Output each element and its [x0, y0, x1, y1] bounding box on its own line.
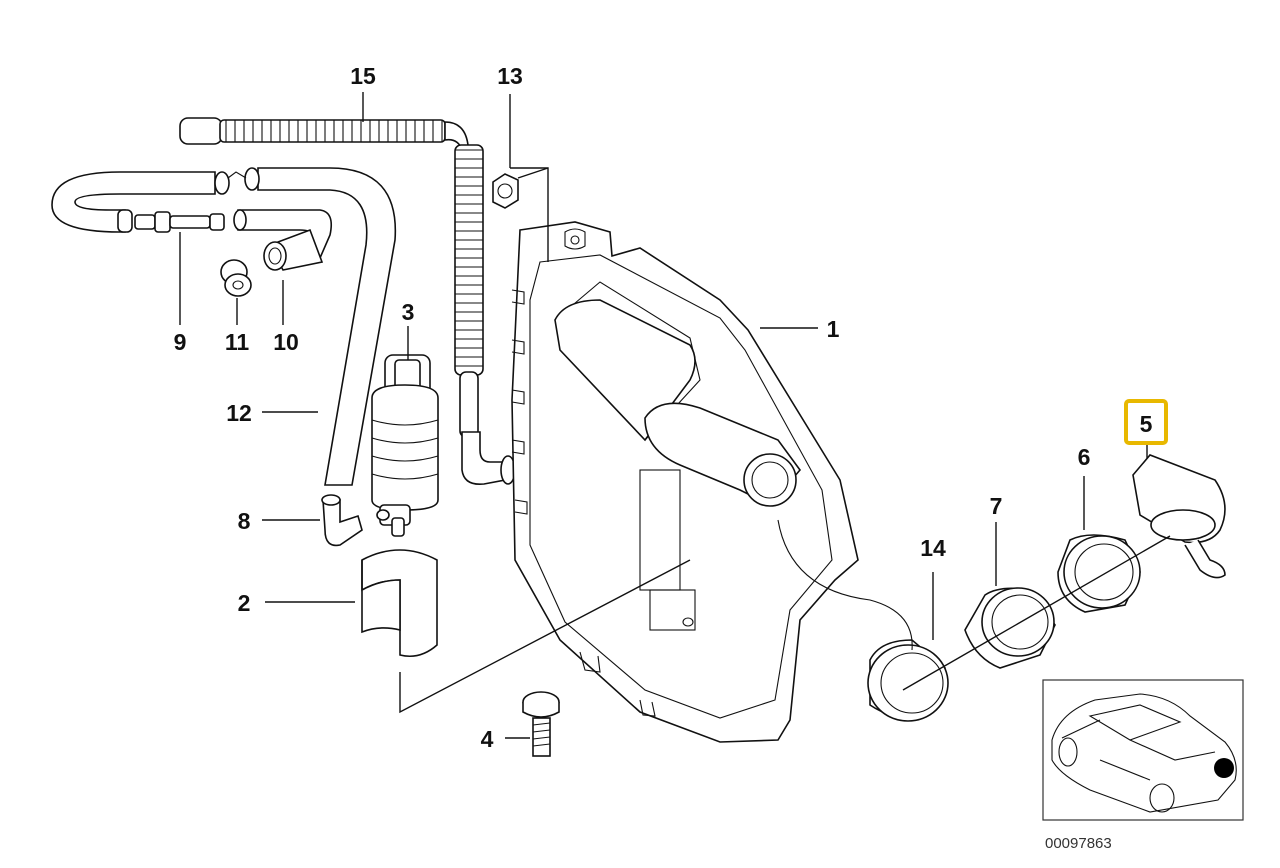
part-1-reservoir	[511, 221, 859, 743]
callout-10: 10	[273, 329, 299, 355]
part-4-bolt	[522, 691, 560, 757]
part-3-washer-pump	[371, 354, 439, 537]
callout-6: 6	[1078, 444, 1091, 470]
part-10-hose-end	[263, 228, 324, 271]
part-5-filler-cap	[1132, 454, 1226, 579]
callout-12: 12	[226, 400, 252, 426]
part-13-nut	[492, 173, 519, 209]
part-11-grommet	[220, 259, 252, 297]
callout-14: 14	[920, 535, 946, 561]
callout-4: 4	[481, 726, 494, 752]
callout-1: 1	[827, 316, 840, 342]
callout-3: 3	[402, 299, 415, 325]
leader-lines	[179, 92, 1171, 739]
callout-13: 13	[497, 63, 523, 89]
callout-5[interactable]: 5	[1140, 411, 1153, 437]
callout-8: 8	[238, 508, 251, 534]
part-6-ring	[1057, 534, 1141, 613]
part-15-corrugated-hose	[179, 117, 516, 486]
part-8-elbow-connector	[321, 494, 363, 547]
callout-15: 15	[350, 63, 376, 89]
callout-11: 11	[225, 329, 250, 355]
figure-number: 00097863	[1045, 835, 1112, 852]
callout-5-highlight-box	[1124, 399, 1168, 445]
part-9-hose-loop	[51, 167, 397, 486]
callout-9: 9	[174, 329, 187, 355]
location-marker-icon	[1214, 758, 1234, 778]
part-14-ring	[867, 639, 949, 722]
vehicle-locator-inset	[1042, 679, 1244, 821]
part-2-bracket	[361, 549, 438, 658]
callout-2: 2	[238, 590, 251, 616]
callout-7: 7	[990, 493, 1003, 519]
